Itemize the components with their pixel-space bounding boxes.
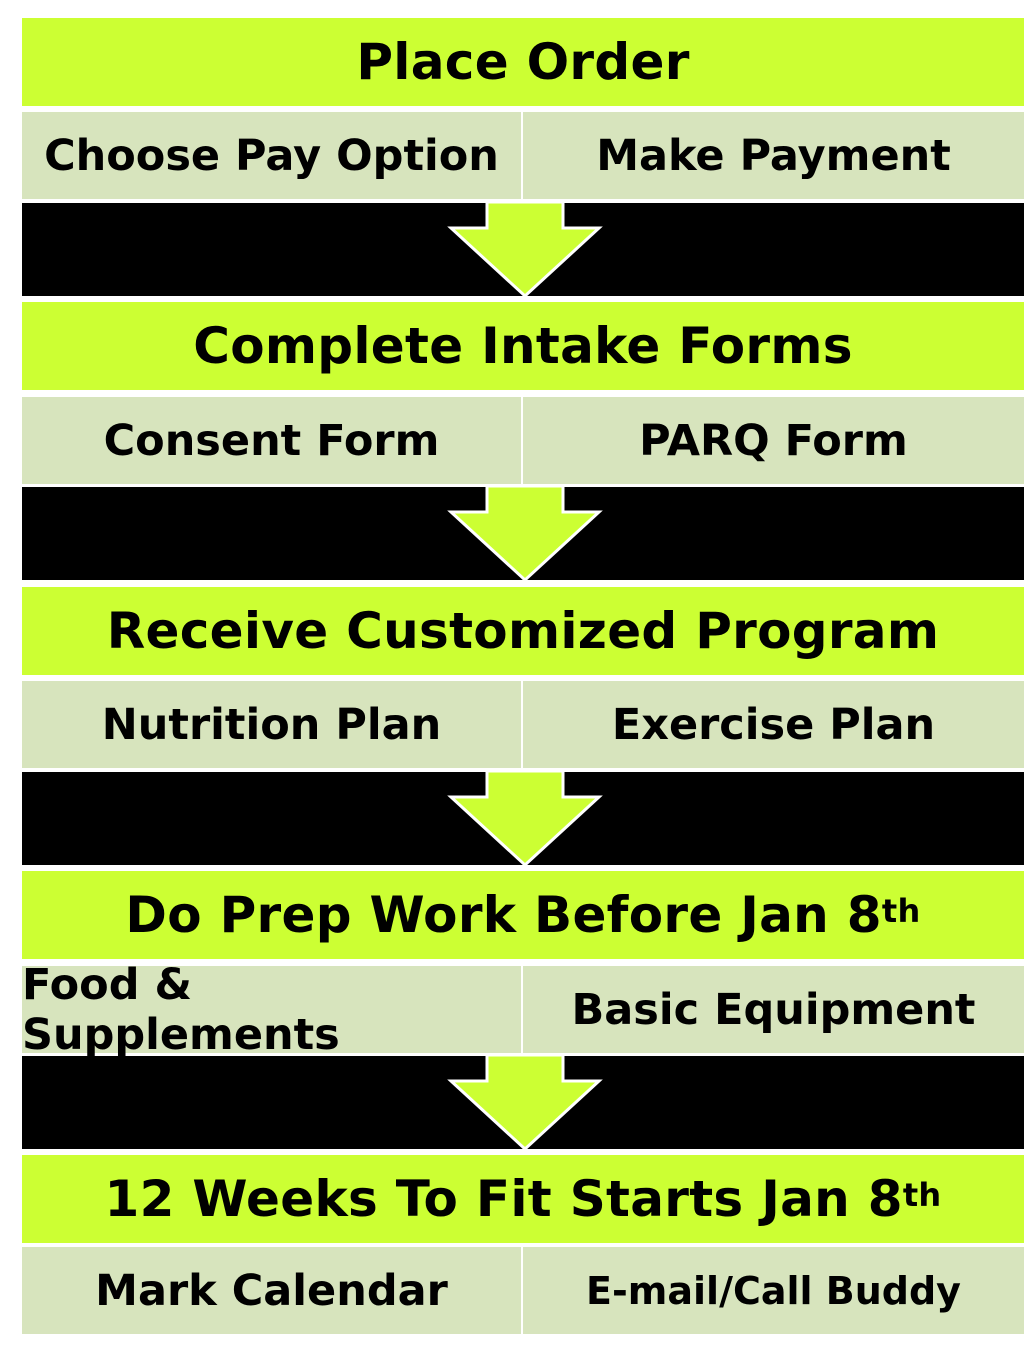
step-5-substep-right: E-mail/Call Buddy [523, 1247, 1024, 1334]
step-5-title-sup: th [902, 1176, 942, 1214]
down-arrow-icon [447, 200, 603, 299]
step-4-substep-right: Basic Equipment [523, 966, 1024, 1053]
step-2-title-text: Complete Intake Forms [193, 317, 853, 375]
step-4-substep-left: Food & Supplements [22, 960, 523, 1060]
step-5-title-text: 12 Weeks To Fit Starts Jan 8 [104, 1170, 903, 1228]
step-3-substep-right: Exercise Plan [523, 681, 1024, 768]
step-3-title: Receive Customized Program [22, 587, 1024, 675]
down-arrow-icon [447, 484, 603, 583]
step-2-substeps: Consent Form PARQ Form [22, 397, 1024, 484]
step-1-substep-right: Make Payment [523, 112, 1024, 199]
step-3-title-text: Receive Customized Program [106, 602, 940, 660]
step-2-substep-right: PARQ Form [523, 397, 1024, 484]
step-1-title-text: Place Order [356, 33, 690, 91]
down-arrow-icon [447, 1053, 603, 1152]
step-2-substep-left: Consent Form [22, 397, 523, 484]
step-5-substep-left: Mark Calendar [22, 1247, 523, 1334]
step-4-title-sup: th [881, 892, 921, 930]
step-5-substeps: Mark Calendar E-mail/Call Buddy [22, 1247, 1024, 1334]
step-4-substeps: Food & Supplements Basic Equipment [22, 960, 1024, 1060]
step-1-substeps: Choose Pay Option Make Payment [22, 112, 1024, 199]
down-arrow-icon [447, 769, 603, 868]
step-1-title: Place Order [22, 18, 1024, 106]
step-4-title-text: Do Prep Work Before Jan 8 [125, 886, 882, 944]
step-2-title: Complete Intake Forms [22, 302, 1024, 390]
step-3-substep-left: Nutrition Plan [22, 681, 523, 768]
step-3-substeps: Nutrition Plan Exercise Plan [22, 681, 1024, 768]
step-1-substep-left: Choose Pay Option [22, 112, 523, 199]
